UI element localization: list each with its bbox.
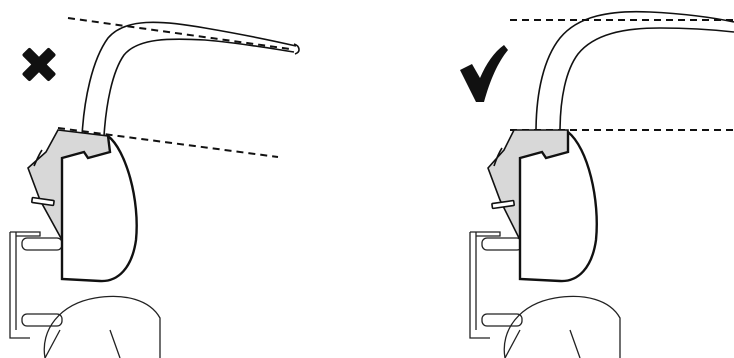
headband [81,21,300,137]
guide-line-lower [57,127,279,158]
panel-correct [460,10,734,358]
guide-line-upper [67,17,291,50]
ear-cup [60,133,138,283]
stand [469,231,621,358]
cross-icon [22,48,56,81]
stand [9,231,161,358]
panel-incorrect [9,17,300,358]
headband [535,10,734,133]
ear-cup [518,129,598,283]
checkmark-icon [460,45,508,102]
